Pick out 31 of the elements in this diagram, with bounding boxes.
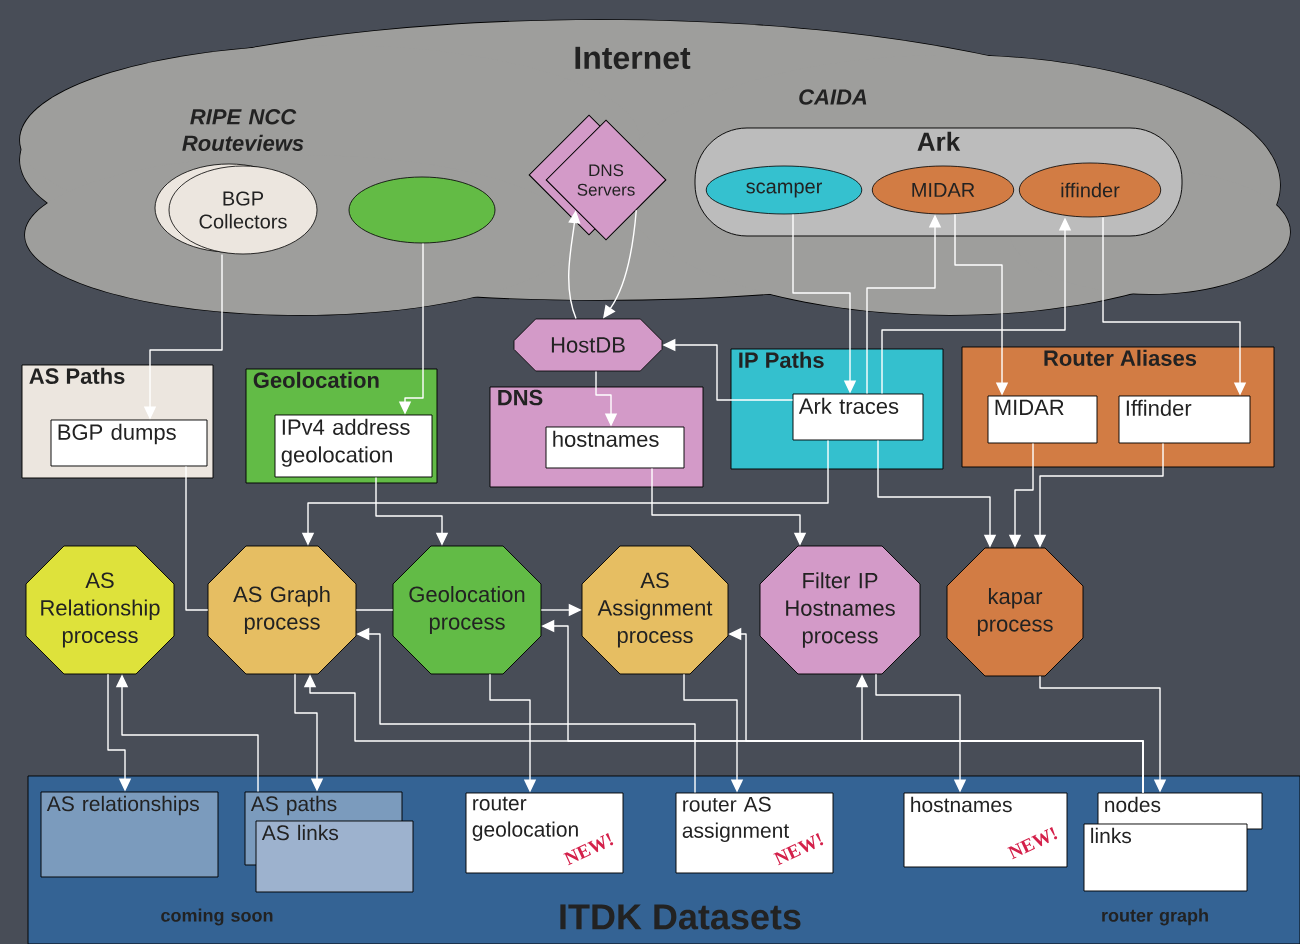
ellipse-node: MIDAR — [871, 165, 1015, 215]
section-caption: coming soon — [161, 908, 273, 926]
process-octagon: Filter IP Hostnames process — [759, 545, 921, 675]
data-box: AS relationships — [40, 791, 219, 878]
data-box: hostnames NEW! — [903, 792, 1068, 868]
data-box: Iffinder — [1118, 395, 1251, 444]
data-box: hostnames — [545, 426, 685, 469]
process-octagon: kapar process — [946, 547, 1084, 677]
connector-line — [355, 609, 394, 611]
hexagon-node: HostDB — [513, 318, 663, 372]
data-box: BGP dumps — [50, 419, 208, 467]
process-octagon: Geolocation process — [392, 545, 542, 675]
ellipse-node: scamper — [705, 165, 863, 215]
ellipse-node — [348, 176, 496, 244]
data-box: Ark traces — [792, 393, 924, 441]
diamond-node: DNS Servers — [528, 114, 667, 241]
ellipse-node: BGP Collectors — [154, 163, 318, 255]
group-heading: CAIDA — [799, 89, 867, 105]
data-box: MIDAR — [987, 395, 1098, 444]
data-box: links — [1083, 823, 1248, 892]
data-box: router AS assignment NEW! — [675, 792, 834, 874]
data-box: AS links — [255, 820, 414, 893]
data-box: router geolocation NEW! — [465, 792, 624, 874]
ellipse-node: iffinder — [1018, 162, 1162, 218]
group-heading: RIPE NCC Routeviews — [182, 109, 304, 151]
connector-line — [185, 465, 209, 611]
data-box: IPv4 address geolocation — [274, 414, 433, 478]
process-octagon: AS Relationship process — [25, 545, 175, 675]
process-octagon: AS Assignment process — [581, 545, 729, 675]
section-caption: router graph — [1102, 908, 1208, 926]
process-octagon: AS Graph process — [207, 545, 357, 675]
